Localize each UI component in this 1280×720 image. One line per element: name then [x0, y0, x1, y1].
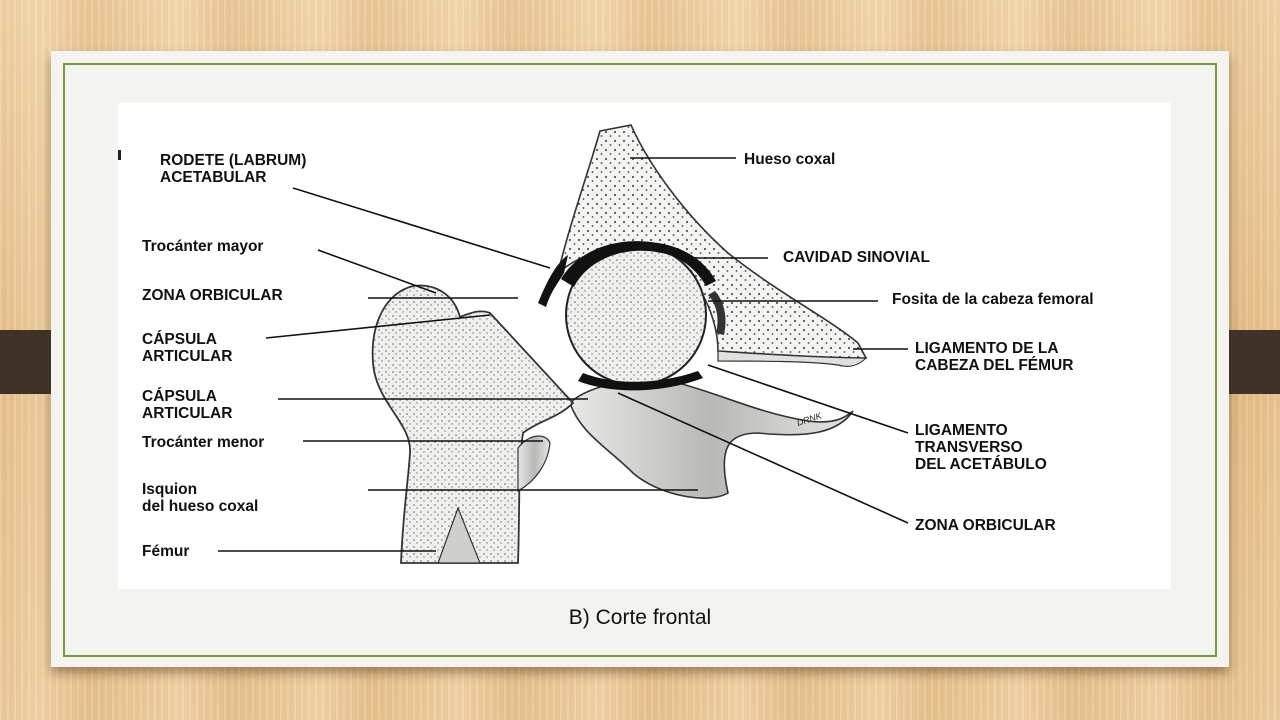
femur-shape [371, 284, 575, 564]
label-trocanter-menor: Trocánter menor [142, 434, 265, 451]
label-capsula-articular-2: CÁPSULA ARTICULAR [142, 388, 233, 422]
hip-joint-illustration: DRNK [118, 124, 909, 564]
label-rodete-acetabular: RODETE (LABRUM) ACETABULAR [160, 152, 307, 186]
slide-frame [63, 63, 1217, 657]
label-zona-orbicular-left: ZONA ORBICULAR [142, 287, 283, 304]
label-cavidad-sinovial: CAVIDAD SINOVIAL [783, 249, 930, 266]
label-femur: Fémur [142, 543, 190, 560]
label-capsula-articular-1: CÁPSULA ARTICULAR [142, 331, 233, 365]
label-fosita-cabeza-femoral: Fosita de la cabeza femoral [892, 291, 1094, 308]
ischium-shape [569, 379, 854, 499]
hip-joint-diagram: DRNK RODETE (LABRUM) ACETABULAR Trocánte… [118, 103, 1171, 589]
label-ligamento-cabeza-femur: LIGAMENTO DE LA CABEZA DEL FÉMUR [915, 340, 1074, 374]
slide: DRNK RODETE (LABRUM) ACETABULAR Trocánte… [51, 51, 1229, 667]
label-ligamento-transverso: LIGAMENTO TRANSVERSO DEL ACETÁBULO [915, 422, 1047, 473]
figure-caption: B) Corte frontal [568, 606, 712, 629]
label-isquion: Isquion del hueso coxal [142, 481, 259, 515]
label-zona-orbicular-right: ZONA ORBICULAR [915, 517, 1056, 534]
label-hueso-coxal: Hueso coxal [744, 151, 836, 168]
label-trocanter-mayor: Trocánter mayor [142, 238, 264, 255]
